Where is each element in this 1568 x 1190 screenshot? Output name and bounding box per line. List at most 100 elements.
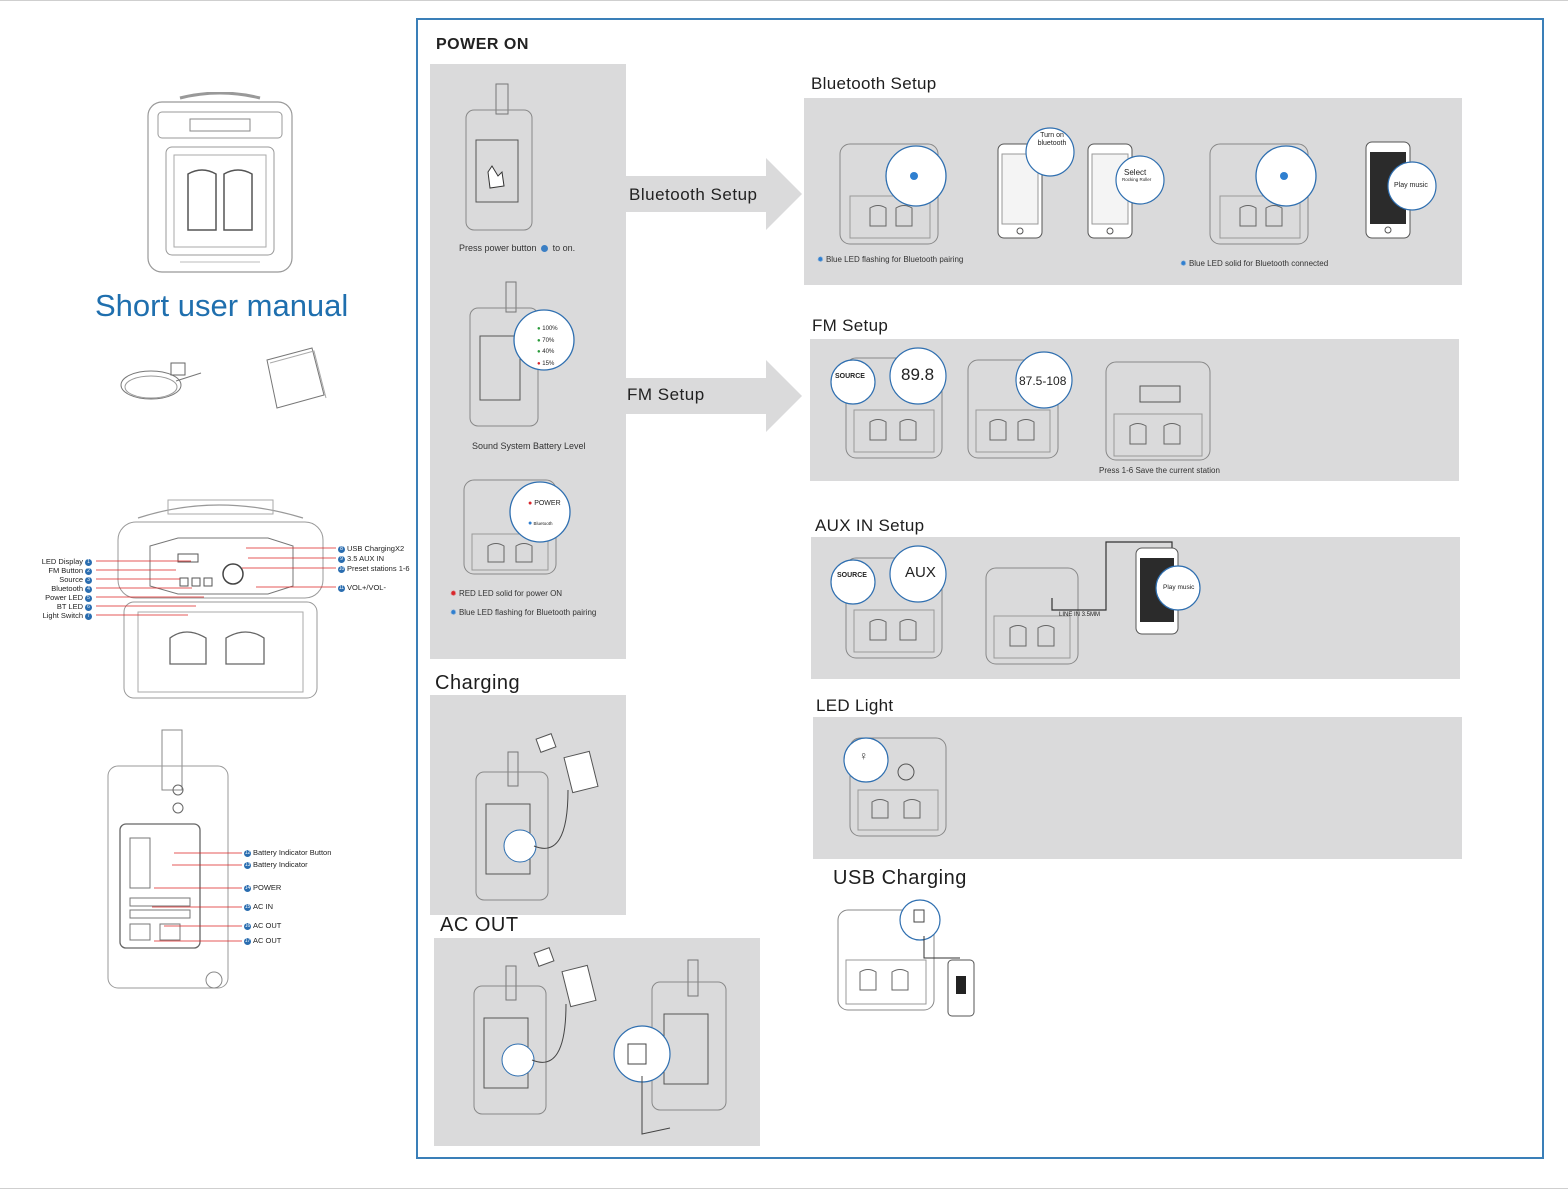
callout-number: 4 xyxy=(85,585,92,593)
manual-title: Short user manual xyxy=(95,288,349,323)
charging-title: Charging xyxy=(435,672,521,694)
bluetooth-arrow xyxy=(626,158,804,230)
select-device-name: Rocking Roller xyxy=(1122,177,1152,182)
label-usb-charging: USB ChargingX2 xyxy=(347,544,405,553)
svg-text:♀: ♀ xyxy=(859,749,868,763)
bottom-rule xyxy=(0,1188,1568,1189)
instructions-frame xyxy=(416,18,1544,1159)
led-light-illustration: ♀ xyxy=(838,730,953,845)
battery-level-100: 100% xyxy=(542,326,558,332)
power-cable-illustration xyxy=(116,345,211,415)
label-led-display: LED Display xyxy=(41,557,83,566)
line-in-label: LINE IN 3.5MM xyxy=(1059,612,1101,618)
callout-number: 10 xyxy=(338,565,345,573)
label-bluetooth: Bluetooth xyxy=(51,584,83,593)
label-preset-stations: Preset stations 1-6 xyxy=(347,564,410,573)
callout-number: 13 xyxy=(244,861,251,869)
callout-number: 2 xyxy=(85,567,92,575)
label-bt-led: BT LED xyxy=(56,602,83,611)
label-battery-indicator: Battery Indicator xyxy=(253,860,308,869)
label-battery-indicator-button: Battery Indicator Button xyxy=(253,848,332,857)
charging-panel xyxy=(430,695,626,915)
callout-number: 15 xyxy=(244,903,251,911)
aux-speaker-source-illustration xyxy=(826,544,951,667)
press-power-text-end: to on. xyxy=(552,243,576,253)
fm-range: 87.5-108 xyxy=(1019,374,1067,388)
callout-number: 5 xyxy=(85,594,92,602)
back-callout-lines xyxy=(152,852,242,942)
led-light-title: LED Light xyxy=(816,696,894,715)
phone-select-illustration xyxy=(1084,140,1174,247)
fm-speaker-source-illustration xyxy=(826,344,951,467)
blue-led-text: Blue LED flashing for Bluetooth pairing xyxy=(458,608,597,617)
aux-setup-title: AUX IN Setup xyxy=(815,516,925,535)
usb-charging-illustration xyxy=(834,896,984,1026)
speaker-battery-illustration xyxy=(462,280,582,435)
label-source: Source xyxy=(59,575,83,584)
callout-number: 8 xyxy=(338,545,345,553)
top-rule xyxy=(0,0,1568,1)
bt-speaker-pairing-illustration xyxy=(836,140,956,253)
power-on-title: POWER ON xyxy=(436,36,529,53)
battery-level-caption: Sound System Battery Level xyxy=(472,441,586,451)
label-light-switch: Light Switch xyxy=(42,611,83,620)
label-ac-in: AC IN xyxy=(253,902,274,911)
label-ac-out-2: AC OUT xyxy=(253,936,282,945)
fm-speaker-range-illustration xyxy=(962,350,1077,467)
label-power-led: Power LED xyxy=(45,593,83,602)
front-callout-lines xyxy=(96,547,336,616)
fm-frequency: 89.8 xyxy=(901,365,935,384)
ac-out-panel xyxy=(434,938,760,1146)
speaker-front-illustration xyxy=(140,91,300,282)
usb-charging-title: USB Charging xyxy=(833,867,967,889)
press-power-text: Press power button xyxy=(459,243,537,253)
label-power: POWER xyxy=(253,883,282,892)
power-icon xyxy=(541,245,549,253)
fm-arrow-label: FM Setup xyxy=(627,385,705,404)
ac-out-title: AC OUT xyxy=(440,914,519,936)
phone-turn-on-bt-illustration xyxy=(994,124,1084,247)
fm-preset-caption: Press 1-6 Save the current station xyxy=(1099,466,1220,475)
label-volume: VOL+/VOL- xyxy=(347,583,386,592)
aux-play-music-text: Play music xyxy=(1163,584,1195,591)
speaker-controls-illustration xyxy=(108,498,333,708)
callout-number: 7 xyxy=(85,612,92,620)
select-text: Select xyxy=(1124,168,1147,177)
red-led-caption: ✹ RED LED solid for power ON xyxy=(450,589,563,598)
bt-solid-text: Blue LED solid for Bluetooth connected xyxy=(1188,259,1329,268)
aux-source-label: SOURCE xyxy=(837,572,867,579)
bt-flashing-caption: ✹ Blue LED flashing for Bluetooth pairin… xyxy=(817,255,964,264)
booklet-illustration xyxy=(262,340,332,417)
callout-number: 11 xyxy=(338,584,345,592)
battery-level-40: 40% xyxy=(542,349,555,355)
battery-level-15: 15% xyxy=(542,360,555,367)
battery-level-70: 70% xyxy=(542,337,555,344)
callout-number: 17 xyxy=(244,937,251,945)
fm-setup-title: FM Setup xyxy=(812,316,889,335)
speaker-back-power-illustration xyxy=(458,82,538,237)
bluetooth-setup-title: Bluetooth Setup xyxy=(811,74,937,93)
press-power-caption: Press power button to on. xyxy=(459,243,575,253)
speaker-back-illustration xyxy=(100,728,230,1003)
callout-number: 16 xyxy=(244,922,251,930)
fm-arrow xyxy=(626,360,804,432)
callout-number: 1 xyxy=(85,558,92,566)
bubble-power-label: POWER xyxy=(534,500,561,507)
label-fm-button: FM Button xyxy=(48,566,83,575)
blue-led-caption: ✹ Blue LED flashing for Bluetooth pairin… xyxy=(450,608,597,617)
bt-speaker-connected-illustration xyxy=(1206,140,1326,253)
label-aux-in: 3.5 AUX IN xyxy=(347,554,385,563)
fm-source-label: SOURCE xyxy=(835,373,865,380)
bubble-bt-label: Bluetooth xyxy=(533,521,553,526)
charging-illustration xyxy=(468,730,608,910)
red-led-text: RED LED solid for power ON xyxy=(458,589,563,598)
callout-number: 6 xyxy=(85,603,92,611)
bt-play-music-text: Play music xyxy=(1394,182,1428,189)
label-ac-out: AC OUT xyxy=(253,921,282,930)
phone-play-music-illustration xyxy=(1362,140,1442,247)
callout-number: 12 xyxy=(244,849,251,857)
fm-speaker-preset-illustration xyxy=(1100,356,1215,469)
